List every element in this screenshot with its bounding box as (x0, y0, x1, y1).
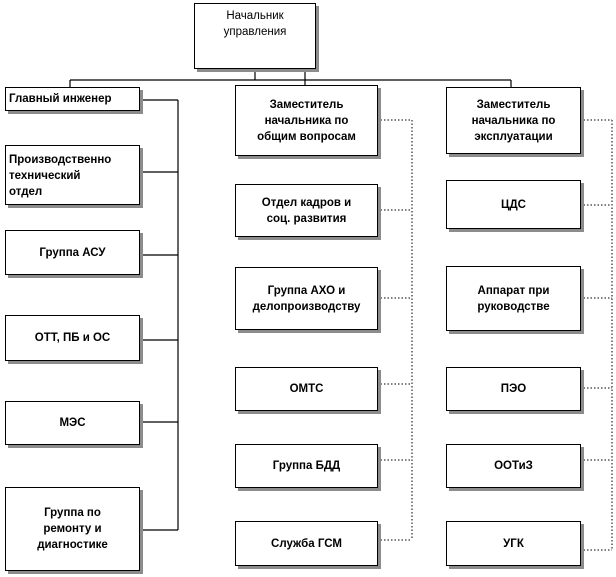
node-deputy-operations-label: Заместитель начальника по эксплуатации (471, 98, 556, 143)
node-peo-label: ПЭО (500, 383, 527, 395)
node-ott: ОТТ, ПБ и ОС (5, 315, 140, 361)
node-head-label: Начальник управления (223, 10, 287, 38)
node-peo: ПЭО (446, 367, 581, 411)
node-chief-engineer: Главный инженер (5, 87, 140, 111)
node-aho: Группа АХО и делопроизводству (235, 267, 378, 330)
node-apparat: Аппарат при руководстве (446, 266, 581, 331)
node-deputy-operations: Заместитель начальника по эксплуатации (446, 87, 581, 154)
node-pto: Производственно технический отдел (5, 145, 140, 205)
node-bdd: Группа БДД (235, 444, 378, 488)
node-ootiz: ООТиЗ (446, 444, 581, 488)
node-bdd-label: Группа БДД (272, 460, 341, 472)
node-mes: МЭС (5, 401, 140, 445)
node-chief-engineer-label: Главный инженер (9, 93, 112, 105)
node-omts: ОМТС (235, 367, 378, 411)
node-omts-label: ОМТС (289, 383, 324, 395)
node-apparat-label: Аппарат при руководстве (477, 284, 550, 313)
node-ott-label: ОТТ, ПБ и ОС (34, 332, 111, 344)
node-ugk: УГК (446, 521, 581, 566)
node-head: Начальник управления (194, 3, 316, 69)
node-mes-label: МЭС (59, 417, 86, 429)
node-asu-label: Группа АСУ (39, 246, 106, 259)
node-deputy-general: Заместитель начальника по общим вопросам (235, 85, 378, 156)
node-repair-label: Группа по ремонту и диагностике (37, 507, 108, 551)
node-cds: ЦДС (446, 180, 581, 229)
node-hr-label: Отдел кадров и соц. развития (261, 196, 352, 225)
node-repair: Группа по ремонту и диагностике (5, 487, 140, 571)
node-pto-label: Производственно технический отдел (9, 154, 112, 198)
node-ootiz-label: ООТиЗ (494, 460, 533, 472)
node-asu: Группа АСУ (5, 230, 140, 275)
node-deputy-general-label: Заместитель начальника по общим вопросам (257, 98, 356, 143)
node-aho-label: Группа АХО и делопроизводству (252, 284, 361, 313)
node-hr: Отдел кадров и соц. развития (235, 184, 378, 237)
node-cds-label: ЦДС (501, 198, 526, 211)
node-gsm-label: Служба ГСМ (271, 537, 342, 550)
node-ugk-label: УГК (503, 537, 524, 550)
node-gsm: Служба ГСМ (235, 521, 378, 566)
